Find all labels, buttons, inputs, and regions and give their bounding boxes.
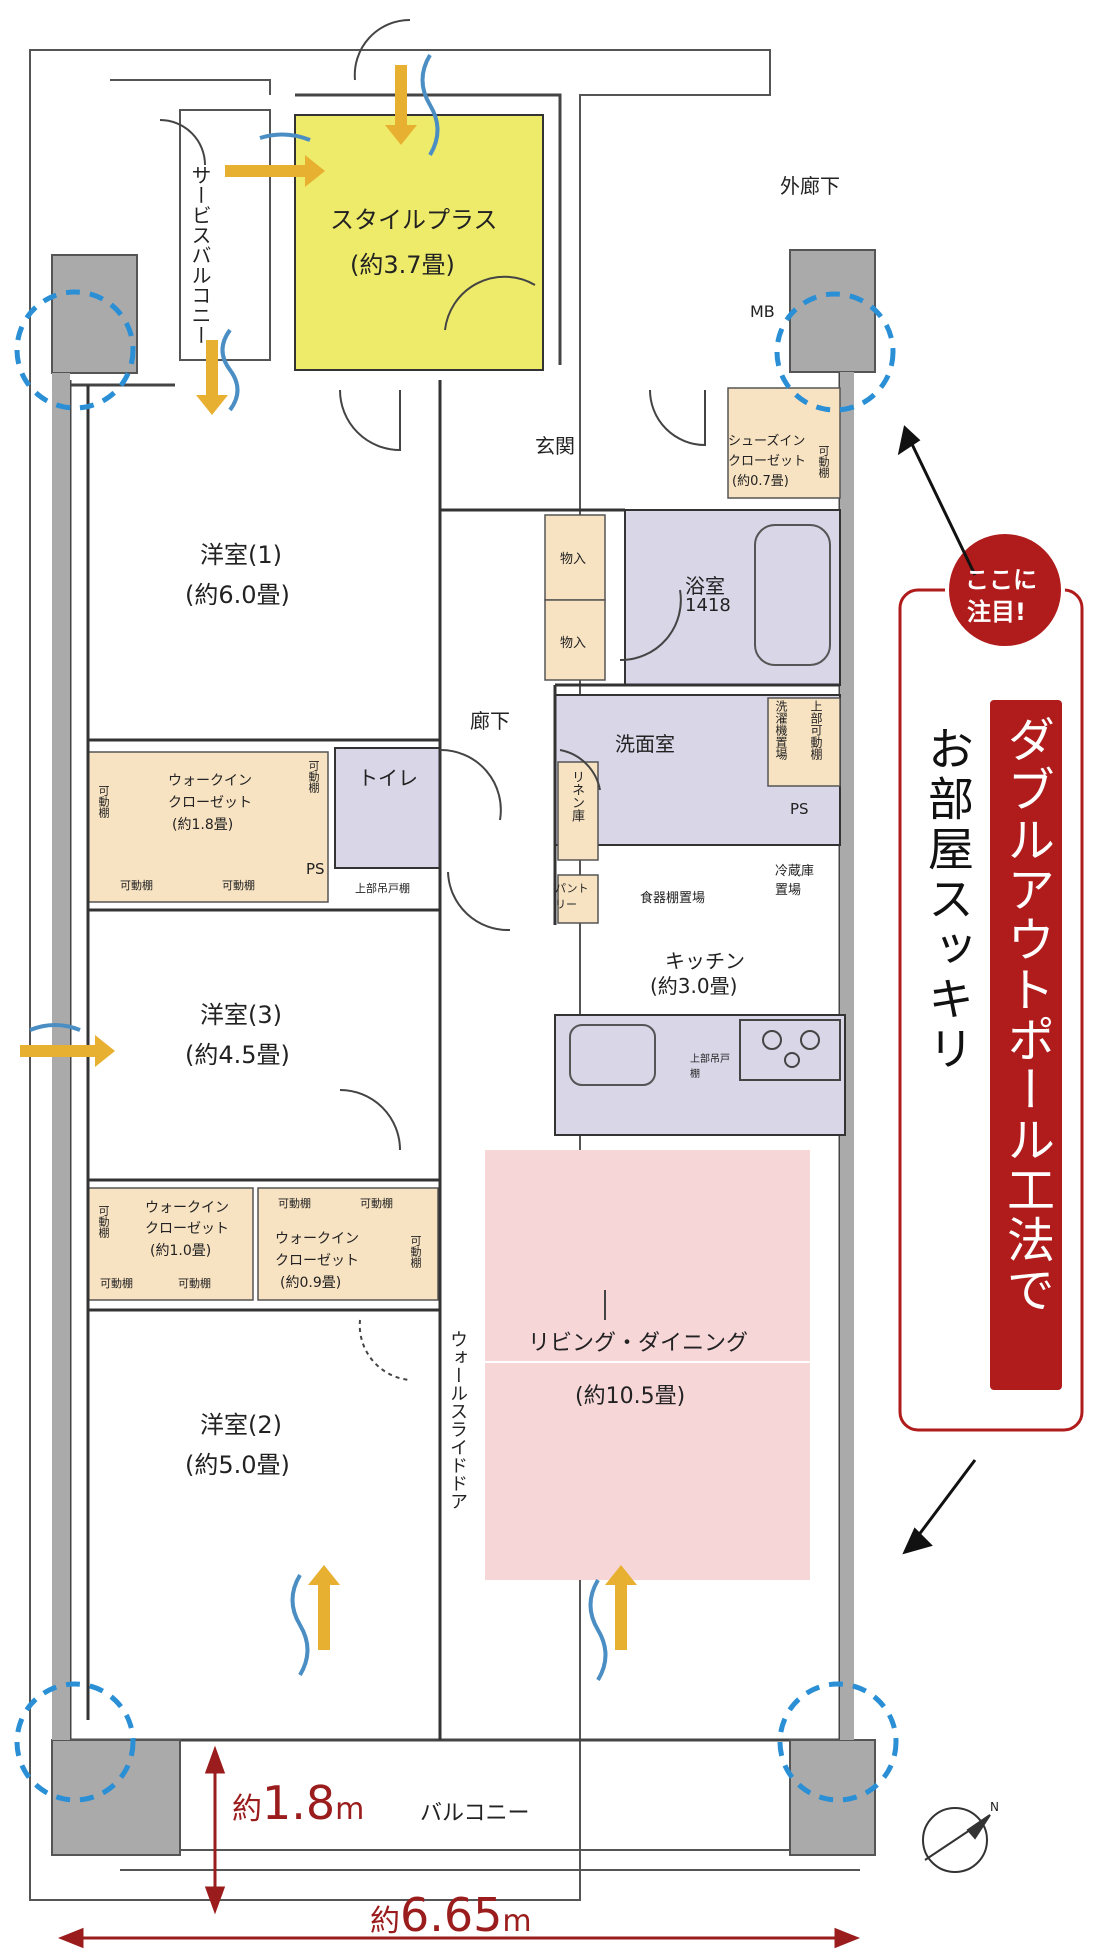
western3-name: 洋室(3)	[200, 1001, 282, 1029]
kitchen-size: (約3.0畳)	[650, 974, 738, 998]
toilet-area	[334, 747, 441, 869]
style-plus-size: (約3.7畳)	[350, 251, 455, 279]
sink	[569, 1024, 656, 1086]
pantry-label: パントリー	[555, 882, 589, 911]
highlight-circles	[14, 289, 899, 1803]
wic2-line1: ウォークイン	[145, 1200, 229, 1216]
wic2-shelf-b1: 可動棚	[100, 1277, 133, 1290]
depth-unit: m	[335, 1792, 365, 1827]
depth-dimension	[204, 1745, 226, 1915]
wall-slide-label: ウォールスライドドア	[447, 1330, 468, 1510]
storage2-label: 物入	[560, 636, 587, 651]
airflow-arrows	[20, 53, 637, 1682]
wash-upper-shelf: 上部可動棚	[809, 700, 823, 760]
width-label: 約6.65m	[370, 1888, 532, 1942]
wic3-shelf-side: 可動棚	[409, 1235, 422, 1268]
outer-corridor-label: 外廊下	[780, 174, 840, 198]
wic1-shelf-right: 可動棚	[307, 760, 320, 793]
kitchen-name: キッチン	[665, 949, 745, 973]
style-plus-name: スタイルプラス	[330, 206, 498, 234]
fridge-label: 冷蔵庫置場	[775, 864, 815, 898]
callout-badge-line2: 注目!	[967, 598, 1026, 626]
wic3-line2: クローゼット	[275, 1253, 359, 1269]
wic3-line1: ウォークイン	[275, 1231, 359, 1247]
shoes-closet-line1: シューズイン	[728, 434, 806, 449]
callout-black-text: お部屋スッキリ	[921, 725, 975, 1075]
callout-badge	[945, 530, 1065, 650]
depth-value: 1.8	[262, 1776, 336, 1830]
balcony-label: バルコニー	[420, 1801, 530, 1826]
wic2-shelf-side: 可動棚	[97, 1205, 110, 1238]
ps1-label: PS	[790, 800, 809, 818]
column-bottom-left	[51, 1739, 181, 1856]
callout-red-band	[990, 700, 1062, 1390]
shoes-closet-line2: クローゼット	[728, 454, 807, 469]
western1-size: (約6.0畳)	[185, 581, 290, 609]
wic3-shelf-t1: 可動棚	[278, 1197, 311, 1210]
stove	[739, 1019, 841, 1081]
wic2-line2: クローゼット	[145, 1221, 229, 1237]
side-wall-right	[840, 372, 854, 1740]
ps2-label: PS	[306, 860, 325, 878]
living-name: リビング・ダイニング	[528, 1331, 749, 1356]
western3-size: (約4.5畳)	[185, 1041, 290, 1069]
callout-arrows	[897, 425, 977, 1555]
linen-label: リネン庫	[569, 770, 584, 822]
callout-badge-line1: ここに	[965, 566, 1037, 594]
wic3-line3: (約0.9畳)	[280, 1275, 342, 1291]
dish-shelf-label: 食器棚置場	[640, 891, 706, 906]
width-prefix: 約	[370, 1904, 400, 1939]
toilet-shelf-label: 上部吊戸棚	[355, 882, 410, 895]
column-top-left	[51, 254, 138, 374]
shoes-closet-line3: (約0.7畳)	[732, 474, 789, 489]
storage1-label: 物入	[560, 552, 587, 567]
width-unit: m	[502, 1904, 532, 1939]
living-area	[485, 1150, 810, 1580]
doors	[159, 18, 706, 1381]
hallway-label: 廊下	[470, 709, 510, 733]
washer-label: 洗濯機置場	[774, 700, 788, 760]
wic1-shelf-b2: 可動棚	[222, 879, 255, 892]
living-size: (約10.5畳)	[575, 1384, 686, 1409]
depth-prefix: 約	[232, 1792, 262, 1827]
entrance-label: 玄関	[535, 434, 575, 458]
wic3-shelf-t2: 可動棚	[360, 1197, 393, 1210]
wic1-line1: ウォークイン	[168, 773, 252, 789]
width-dimension	[57, 1927, 861, 1949]
compass-icon	[922, 1807, 991, 1873]
mb-label: MB	[750, 302, 775, 321]
western1-name: 洋室(1)	[200, 541, 282, 569]
western2-name: 洋室(2)	[200, 1411, 282, 1439]
shoes-closet-shelf: 可動棚	[817, 445, 830, 478]
wic1-line2: クローゼット	[168, 795, 252, 811]
callout-red-text: ダブルアウトポール工法で	[998, 715, 1054, 1315]
compass-north-label: N	[990, 1800, 999, 1814]
wic2-shelf-b2: 可動棚	[178, 1277, 211, 1290]
wic1-shelf-b1: 可動棚	[120, 879, 153, 892]
width-value: 6.65	[400, 1888, 503, 1942]
wic2-line3: (約1.0畳)	[150, 1243, 212, 1259]
washroom-label: 洗面室	[615, 732, 675, 756]
wic1-line3: (約1.8畳)	[172, 817, 234, 833]
toilet-label: トイレ	[358, 766, 418, 790]
service-balcony-label: サービスバルコニー	[188, 165, 212, 345]
column-top-right	[789, 249, 876, 373]
bathtub	[754, 524, 831, 666]
style-plus-area	[294, 114, 544, 371]
kitchen-upper-label: 上部吊戸棚	[690, 1054, 730, 1080]
depth-label: 約1.8m	[232, 1776, 364, 1830]
wic1-shelf-left: 可動棚	[97, 785, 110, 818]
bathroom-name: 浴室	[685, 574, 725, 598]
western2-size: (約5.0畳)	[185, 1451, 290, 1479]
bathroom-code: 1418	[685, 595, 731, 616]
